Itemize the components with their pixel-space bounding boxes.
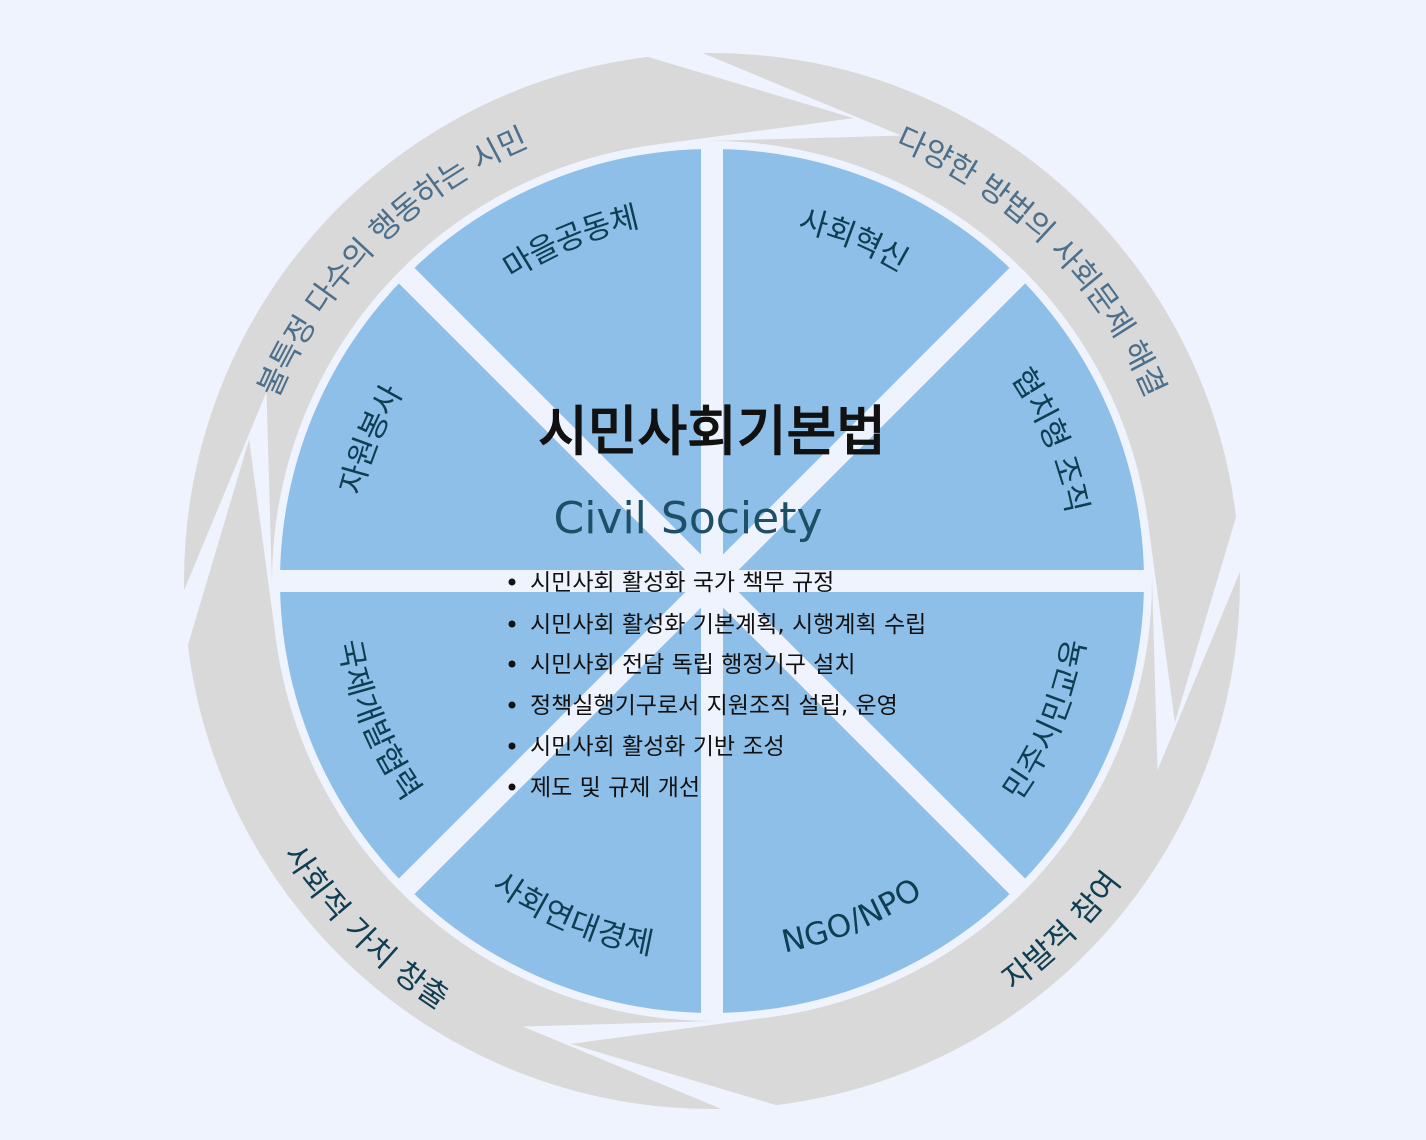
outer-arrow-top-left — [184, 56, 854, 591]
bullet-dot — [508, 578, 516, 586]
segment-divider — [395, 264, 1029, 898]
bullet-item: 시민사회 전담 독립 행정기구 설치 — [530, 652, 855, 678]
bullet-item: 정책실행기구로서 지원조직 설립, 운영 — [530, 693, 898, 719]
center-title: 시민사회기본법 — [538, 400, 886, 463]
bullet-item: 시민사회 활성화 기반 조성 — [530, 734, 785, 760]
bullet-item: 시민사회 활성화 국가 책무 규정 — [530, 570, 834, 596]
center-bullet-list: 시민사회 활성화 국가 책무 규정 시민사회 활성화 기본계획, 시행계획 수립… — [508, 570, 926, 801]
bullet-dot — [508, 701, 516, 709]
bullet-dot — [508, 783, 516, 791]
center-subtitle: Civil Society — [553, 493, 822, 544]
bullet-dot — [508, 620, 516, 628]
bullet-item: 제도 및 규제 개선 — [530, 775, 700, 801]
bullet-item: 시민사회 활성화 기본계획, 시행계획 수립 — [530, 612, 926, 638]
outer-arrow-bottom-right — [570, 571, 1240, 1106]
bullet-dot — [508, 742, 516, 750]
outer-arrow-bottom-left — [187, 439, 722, 1109]
bullet-dot — [508, 660, 516, 668]
outer-arrow-top-right — [702, 53, 1237, 723]
